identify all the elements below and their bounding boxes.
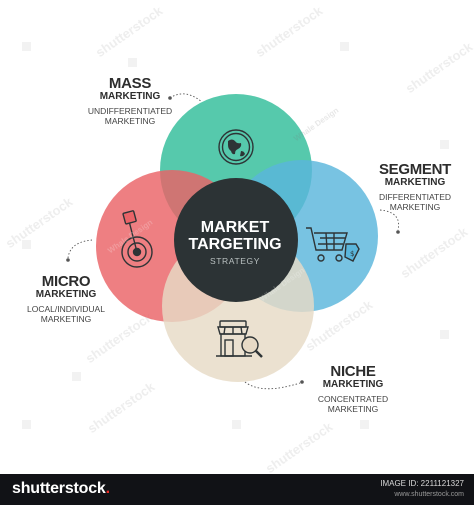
micro-desc-line1: LOCAL/INDIVIDUAL — [27, 304, 105, 314]
shopping-cart-icon: $ — [306, 227, 360, 262]
footer-url[interactable]: www.shutterstock.com — [394, 491, 464, 498]
niche-subtitle: MARKETING — [322, 379, 384, 390]
mass-title: MASS — [108, 75, 152, 92]
mass-desc-line1: UNDIFFERENTIATED — [87, 106, 173, 116]
mass-label: MASS MARKETING UNDIFFERENTIATED MARKETIN… — [80, 76, 180, 126]
segment-desc-line2: MARKETING — [389, 202, 441, 212]
niche-desc-line2: MARKETING — [327, 404, 379, 414]
micro-subtitle: MARKETING — [35, 289, 97, 300]
footer-logo-mark: . — [105, 480, 110, 497]
globe-icon — [218, 129, 254, 165]
venn-diagram: $ — [66, 93, 400, 390]
storefront-search-icon — [216, 320, 263, 358]
niche-label: NICHE MARKETING CONCENTRATED MARKETING — [303, 364, 403, 414]
segment-subtitle: MARKETING — [384, 177, 446, 188]
target-arrow-icon — [121, 210, 153, 268]
segment-desc-line1: DIFFERENTIATED — [378, 192, 452, 202]
footer-bar: shutterstock. IMAGE ID: 2211121327 www.s… — [0, 474, 474, 505]
connector-dot — [168, 96, 172, 100]
diagram-canvas: shutterstock shutterstock shutterstock s… — [2, 2, 474, 477]
footer-logo[interactable]: shutterstock. — [12, 480, 110, 498]
connector-dot — [66, 258, 70, 262]
mass-subtitle: MARKETING — [99, 91, 161, 102]
market-targeting-center-circle — [174, 178, 298, 302]
micro-title: MICRO — [41, 273, 91, 290]
svg-text:$: $ — [350, 250, 354, 258]
center-title-line2: TARGETING — [188, 236, 282, 253]
micro-desc-line2: MARKETING — [40, 314, 92, 324]
footer-image-id: IMAGE ID: 2211121327 — [380, 479, 464, 488]
center-subtitle: STRATEGY — [210, 256, 260, 266]
connector-line-micro — [67, 239, 93, 259]
connector-dot — [300, 380, 304, 384]
niche-title: NICHE — [330, 363, 376, 380]
micro-label: MICRO MARKETING LOCAL/INDIVIDUAL MARKETI… — [16, 274, 116, 324]
niche-desc-line1: CONCENTRATED — [317, 394, 389, 404]
mass-desc-line2: MARKETING — [104, 116, 156, 126]
footer-logo-text: shutterstock — [12, 480, 106, 497]
connector-dot — [396, 230, 400, 234]
center-title: MARKET TARGETING — [178, 219, 292, 253]
connector-line-segment — [379, 209, 400, 231]
connector-line-niche — [244, 381, 301, 390]
segment-title: SEGMENT — [378, 161, 452, 178]
center-title-line1: MARKET — [200, 219, 270, 236]
segment-label: SEGMENT MARKETING DIFFERENTIATED MARKETI… — [360, 162, 470, 212]
